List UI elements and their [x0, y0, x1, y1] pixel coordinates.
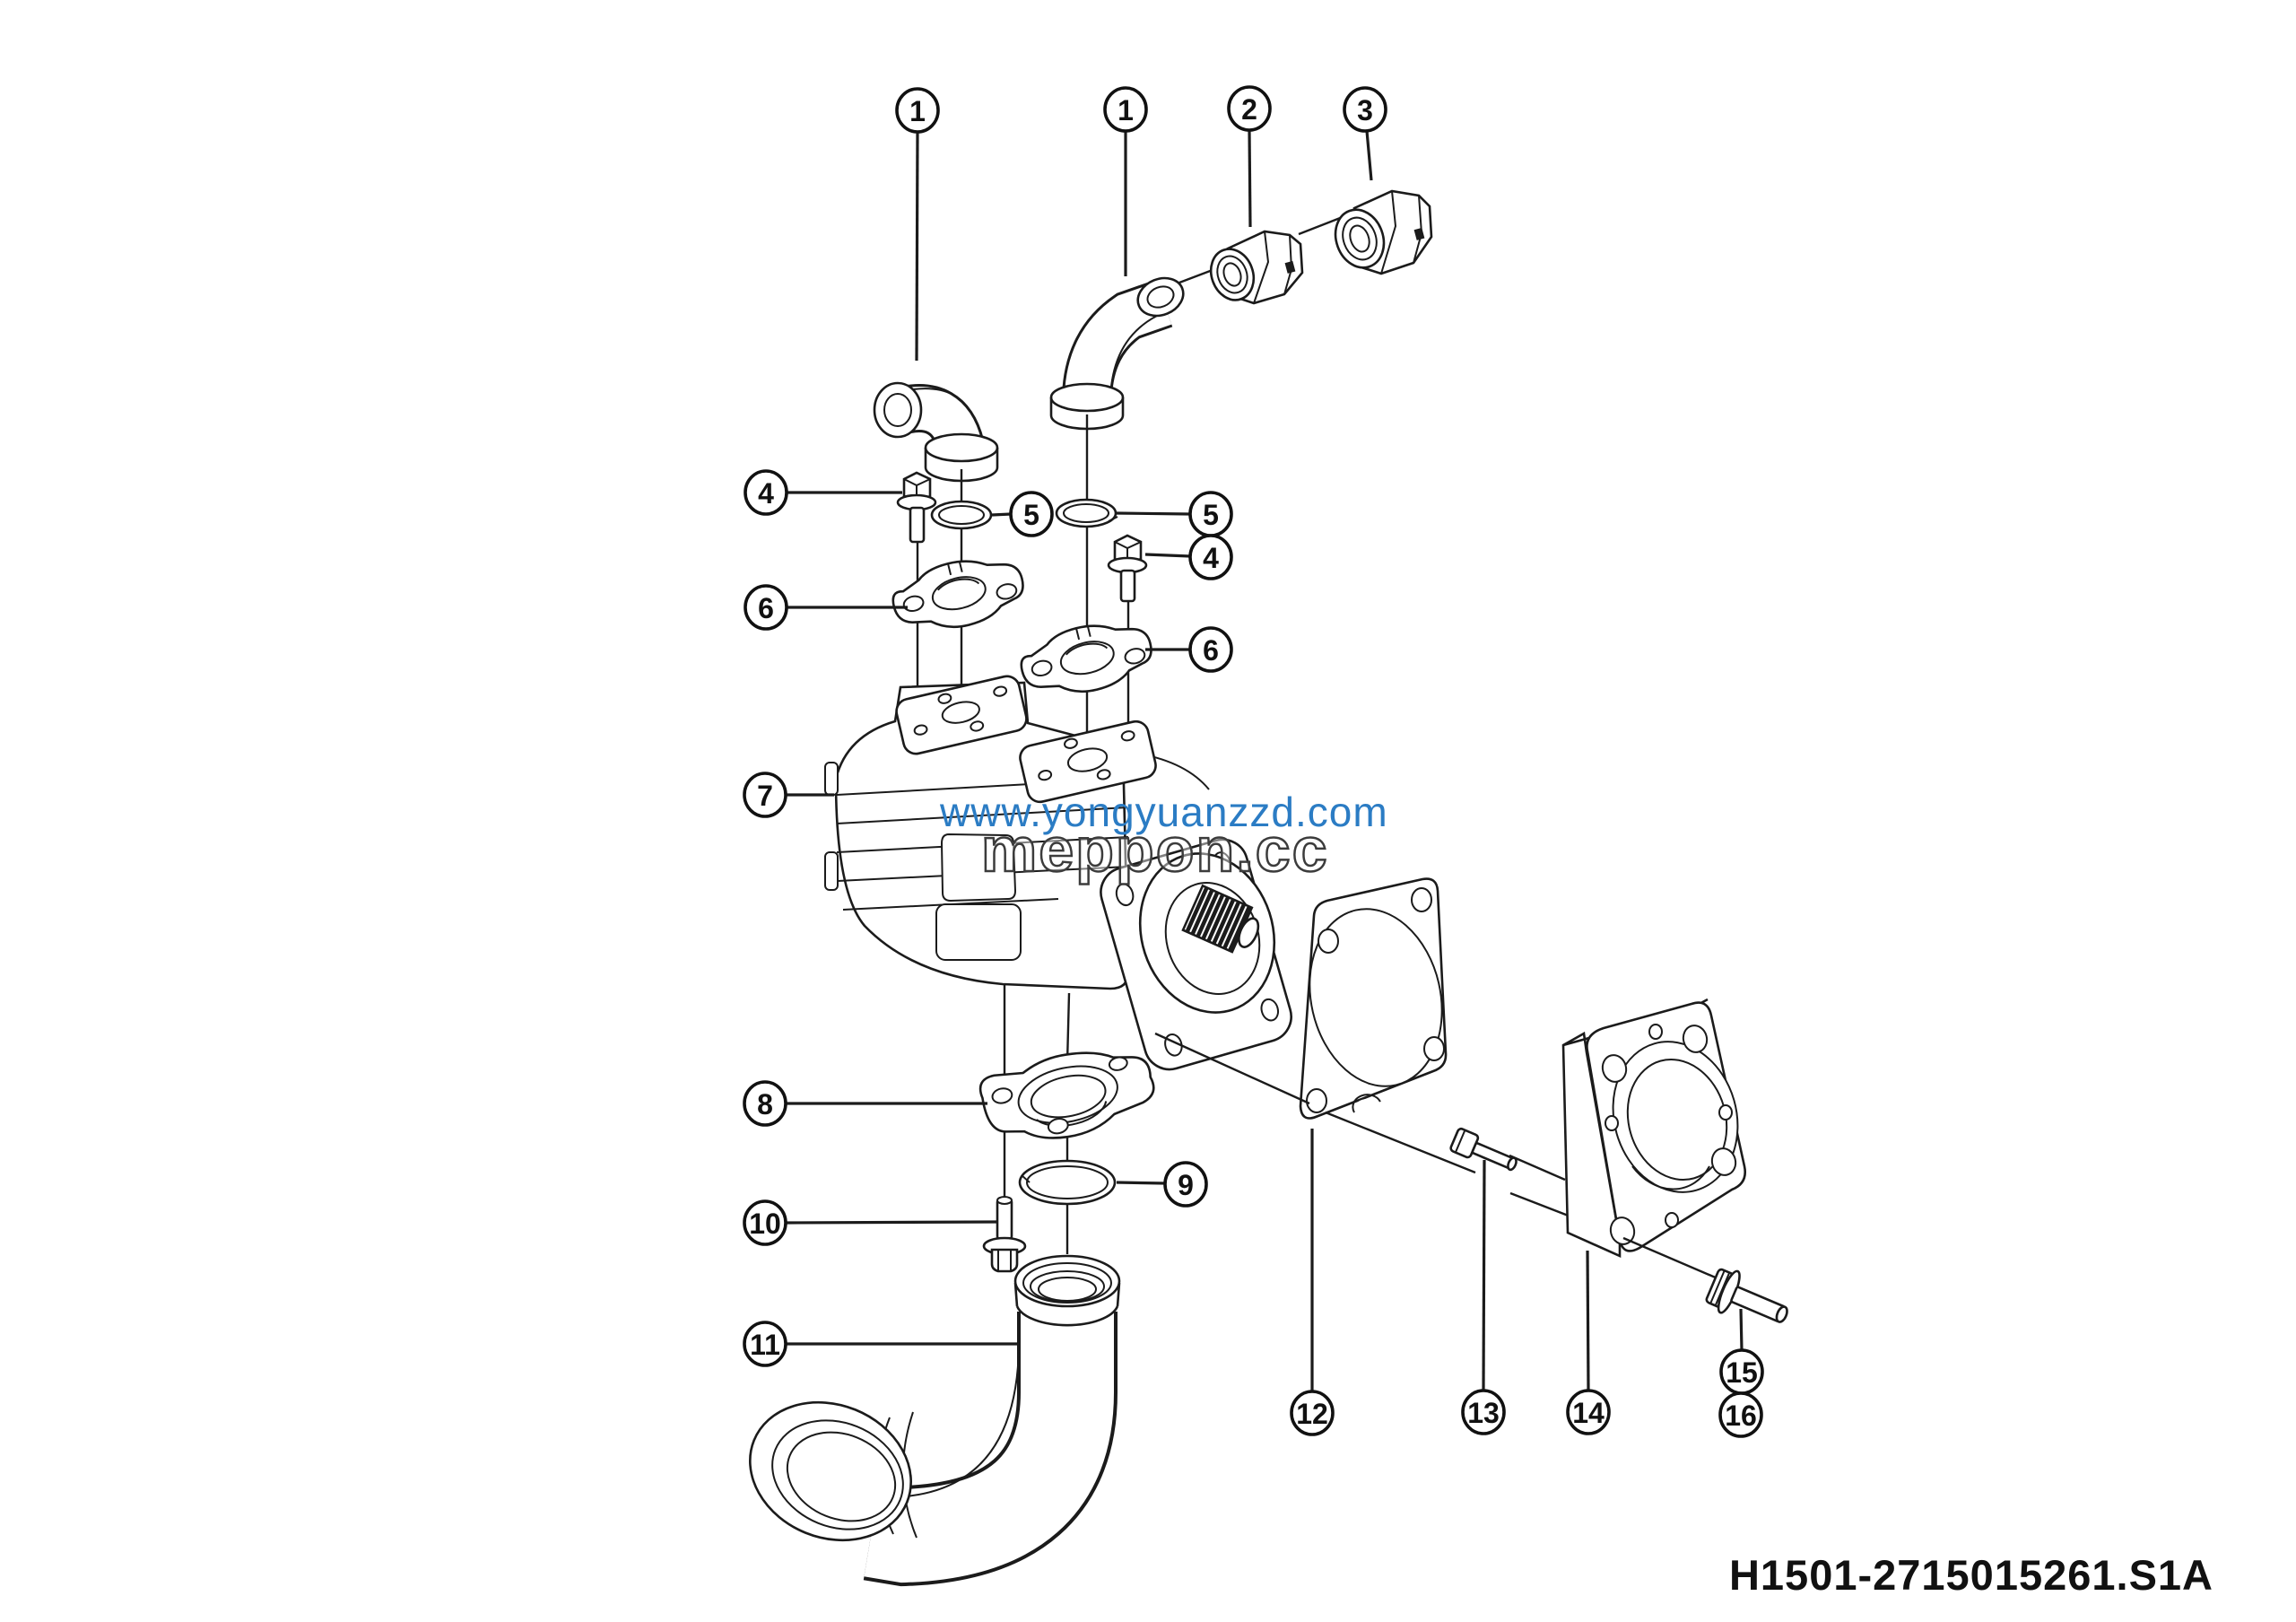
callout-7: 7: [743, 772, 787, 818]
callout-4-right-label: 4: [1203, 542, 1219, 574]
part-socket-bolt: [1449, 1127, 1518, 1172]
callout-12: 12: [1290, 1390, 1335, 1436]
part-swivel-nut: [1334, 189, 1433, 275]
part-retaining-ring-right: [1055, 498, 1118, 528]
callout-15: 15: [1719, 1348, 1764, 1395]
callout-5-left-label: 5: [1023, 499, 1039, 531]
callout-2-label: 2: [1241, 93, 1257, 126]
part-gasket: [1299, 877, 1448, 1120]
callout-7-label: 7: [757, 780, 773, 812]
elbow-right-collar: [1049, 382, 1125, 413]
callout-5-right-label: 5: [1203, 499, 1219, 531]
callout-5-left: 5: [1009, 491, 1054, 537]
flange-to-bolt-line: [1622, 1236, 1725, 1283]
pump-left-lug-bottom: [824, 851, 839, 891]
part-flange-bolt-left: [896, 471, 937, 544]
pump-left-lug-top: [824, 762, 839, 796]
callout-4-left: 4: [744, 469, 788, 516]
part-suction-elbow-pipe: [749, 1254, 1121, 1587]
callout-1-left: 1: [895, 87, 940, 134]
part-stud-bolt: [1705, 1268, 1788, 1323]
callout-1-right: 1: [1103, 86, 1148, 133]
part-flange-bolt-suction: [982, 1196, 1027, 1273]
pump-port-pad-right: [1019, 719, 1157, 804]
callout-9: 9: [1163, 1161, 1208, 1208]
gasket-notch: [1354, 1099, 1379, 1119]
callout-10: 10: [743, 1199, 787, 1246]
part-suction-flange: [978, 1051, 1155, 1139]
callout-13: 13: [1461, 1389, 1506, 1435]
callout-11-label: 11: [750, 1329, 780, 1361]
url-watermark: www.yongyuanzzd.com: [939, 789, 1388, 835]
callout-1-right-label: 1: [1118, 94, 1134, 126]
callout-6-left-label: 6: [758, 592, 774, 624]
part-split-flange-clamp-right: [1020, 624, 1152, 693]
part-elbow-fitting-left: [873, 381, 999, 483]
part-o-ring-suction: [1018, 1159, 1117, 1206]
callout-12-label: 12: [1296, 1398, 1328, 1430]
callout-14-label: 14: [1572, 1397, 1605, 1429]
part-split-flange-clamp-left: [891, 560, 1024, 629]
pump-port-pad-left: [895, 675, 1028, 755]
callout-14: 14: [1566, 1389, 1611, 1435]
callout-10-label: 10: [749, 1208, 781, 1240]
callout-5-right: 5: [1188, 491, 1233, 537]
pump-window-upper: [940, 833, 1017, 903]
callout-4-left-label: 4: [758, 477, 774, 510]
drawing-part-number: H1501-2715015261.S1A: [1729, 1551, 2213, 1599]
callout-11: 11: [743, 1321, 787, 1367]
callout-2: 2: [1227, 85, 1272, 132]
callout-16: 16: [1718, 1391, 1763, 1438]
callout-leader-lines: [785, 129, 1744, 1391]
callout-6-right-label: 6: [1203, 634, 1219, 667]
callout-6-right: 6: [1188, 626, 1233, 673]
callout-6-left: 6: [744, 584, 788, 631]
callout-3: 3: [1343, 86, 1387, 133]
callout-3-label: 3: [1357, 94, 1373, 126]
callout-16-label: 16: [1725, 1400, 1757, 1432]
pump-window-lower: [935, 903, 1022, 961]
callout-9-label: 9: [1178, 1169, 1194, 1201]
elbow-left-collar: [924, 432, 999, 463]
pump-spline-shaft: [1181, 884, 1260, 954]
callout-1-left-label: 1: [909, 95, 926, 127]
callout-8: 8: [743, 1080, 787, 1127]
part-elbow-fitting-right: [1049, 276, 1185, 431]
part-flange-bolt-right: [1107, 534, 1148, 603]
part-mounting-flange: [1561, 998, 1746, 1259]
part-hydraulic-pump-body: [824, 675, 1292, 1071]
callout-13-label: 13: [1467, 1397, 1500, 1429]
callout-8-label: 8: [757, 1088, 773, 1121]
callout-balloons: 1 1 2 3 4 5 5 4: [743, 85, 1764, 1438]
brand-watermark: meppon.cc: [981, 815, 1329, 885]
callout-15-label: 15: [1726, 1356, 1758, 1389]
callout-4-right: 4: [1188, 534, 1233, 580]
part-o-ring-left: [930, 500, 993, 530]
part-straight-connector: [1209, 230, 1304, 305]
